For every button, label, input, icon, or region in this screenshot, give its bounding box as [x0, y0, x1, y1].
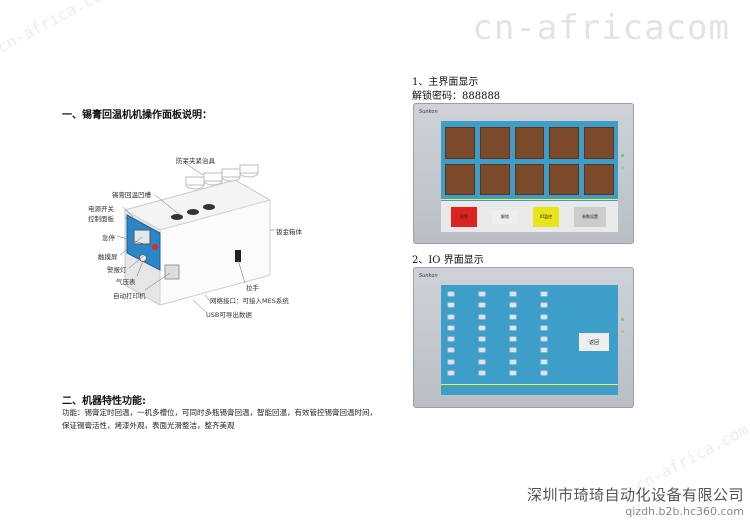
status-led-icon: [621, 166, 624, 169]
callout-usb: USB可导出数据: [206, 311, 252, 319]
io-indicator-icon: [478, 302, 486, 309]
caption-main-screen: 1、主界面显示: [412, 77, 479, 88]
brand-logo: Sunkon: [419, 109, 438, 115]
io-indicator-icon: [509, 347, 517, 354]
caption-io-screen: 2、IO 界面显示: [412, 255, 484, 266]
io-indicator-icon: [509, 324, 517, 331]
callout-slots: 锡膏回温凹槽: [112, 191, 151, 199]
io-indicator-icon: [447, 313, 455, 320]
callout-handle: 拉手: [246, 284, 259, 292]
callout-power: 电源开关: [88, 205, 114, 213]
slot-tile[interactable]: [514, 163, 545, 195]
slot-tile[interactable]: [445, 127, 475, 159]
io-screen-panel: Sunkon 返回: [413, 267, 634, 408]
watermark-left: cn-africa.com: [0, 0, 114, 57]
features-text: 功能：锡膏定时回温，一机多槽位，可同时多瓶锡膏回温，智能回温，有效管控锡膏回温时…: [62, 408, 377, 430]
callout-panel: 控制面板: [88, 215, 114, 223]
io-indicator-icon: [540, 313, 548, 320]
callout-estop: 急停: [102, 234, 115, 242]
status-led-icon: [621, 318, 624, 321]
gauge-icon: [139, 254, 147, 262]
io-indicator-icon: [509, 313, 517, 320]
io-indicator-icon: [509, 302, 517, 309]
io-screen-display: 返回: [441, 285, 618, 395]
io-indicator-icon: [478, 358, 486, 365]
footer-company-name: 深圳市琦琦自动化设备有限公司: [526, 486, 744, 504]
io-indicator-icon: [447, 336, 455, 342]
io-indicator-icon: [447, 324, 455, 331]
io-indicator-icon: [478, 291, 486, 297]
callout-light: 警报灯: [107, 266, 127, 274]
callout-network: 网络接口：可接入MES系统: [210, 297, 289, 305]
slot-grid: [445, 127, 614, 195]
io-indicator-icon: [540, 302, 548, 309]
io-indicator-icon: [447, 369, 455, 376]
watermark-top: cn-africacom: [472, 8, 730, 48]
io-indicator-grid: [447, 291, 567, 379]
caption-password: 解锁密码：888888: [412, 91, 501, 102]
parameter-settings-button[interactable]: 参数设置: [574, 207, 606, 227]
slot-tile[interactable]: [479, 127, 510, 159]
callout-fixture: 防呆夹紧治具: [176, 157, 215, 165]
footer-url[interactable]: qizdh.b2b.hc360.com: [625, 505, 744, 518]
io-indicator-icon: [509, 358, 517, 365]
io-indicator-icon: [509, 291, 517, 297]
io-indicator-icon: [478, 313, 486, 320]
slot-tile[interactable]: [584, 163, 614, 195]
section1-title: 一、锡膏回温机机操作面板说明：: [62, 110, 212, 121]
status-led-icon: [621, 330, 624, 333]
io-indicator-icon: [478, 347, 486, 354]
io-indicator-icon: [478, 336, 486, 342]
slot-tile[interactable]: [549, 163, 580, 195]
io-indicator-icon: [447, 302, 455, 309]
slot-tile[interactable]: [514, 127, 545, 159]
io-indicator-icon: [509, 369, 517, 376]
button-bar: 报警 解锁 IO监控 参数设置: [441, 201, 618, 232]
status-led-icon: [621, 154, 624, 157]
io-indicator-icon: [478, 369, 486, 376]
brand-logo: Sunkon: [419, 273, 438, 279]
main-screen-panel: Sunkon 报警 解锁 IO监控 参数设置: [413, 103, 634, 244]
io-monitor-button[interactable]: IO监控: [533, 207, 559, 227]
unlock-button[interactable]: 解锁: [492, 210, 518, 224]
section2-title: 二、机器特性功能:: [62, 396, 146, 407]
return-button[interactable]: 返回: [579, 333, 609, 351]
callout-gauge: 气压表: [116, 278, 136, 286]
slot-tile[interactable]: [584, 127, 614, 159]
io-indicator-icon: [540, 336, 548, 342]
io-indicator-icon: [447, 347, 455, 354]
io-indicator-icon: [447, 291, 455, 297]
io-indicator-icon: [540, 358, 548, 365]
alarm-button[interactable]: 报警: [451, 207, 477, 227]
slot-tile[interactable]: [549, 127, 580, 159]
io-indicator-icon: [478, 324, 486, 331]
io-indicator-icon: [540, 369, 548, 376]
io-indicator-icon: [540, 291, 548, 297]
callout-touch: 触摸屏: [98, 253, 118, 261]
io-indicator-icon: [509, 336, 517, 342]
io-indicator-icon: [540, 324, 548, 331]
callout-printer: 自动打印机: [113, 292, 146, 300]
slot-tile[interactable]: [479, 163, 510, 195]
machine-illustration: [116, 162, 275, 314]
slot-tile[interactable]: [445, 163, 475, 195]
io-indicator-icon: [540, 347, 548, 354]
main-screen-display: 报警 解锁 IO监控 参数设置: [441, 121, 618, 232]
io-indicator-icon: [447, 358, 455, 365]
callout-case: 钣金箱体: [276, 228, 302, 236]
